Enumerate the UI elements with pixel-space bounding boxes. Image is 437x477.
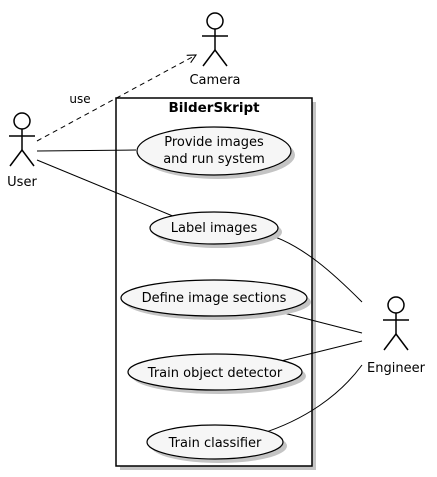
actor-camera-label: Camera [189,73,240,88]
usecase-provide-images-line1: Provide images [164,135,264,150]
usecase-train-detector-label: Train object detector [147,366,283,381]
usecase-provide-images: Provide images and run system [136,126,295,179]
actor-engineer [383,296,409,351]
user-camera-dependency [36,55,196,142]
actor-user-label: User [7,175,37,190]
system-title: BilderSkript [168,100,260,116]
usecase-define-sections: Define image sections [120,279,311,320]
user-label-images-link [36,159,181,220]
use-label: use [69,92,90,106]
actor-user [9,112,35,167]
usecase-label-images-label: Label images [171,221,258,236]
user-provide-images-link [36,149,137,152]
usecase-train-detector: Train object detector [127,353,306,394]
engineer-define-sections-link [279,311,363,334]
usecase-label-images: Label images [149,211,282,248]
usecase-train-classifier-label: Train classifier [168,436,262,451]
engineer-train-classifier-link [259,364,363,435]
usecase-train-classifier: Train classifier [146,424,287,463]
engineer-train-detector-link [276,340,363,363]
actor-engineer-label: Engineer [367,361,426,376]
actor-camera [202,12,228,67]
usecase-provide-images-line2: and run system [163,152,265,167]
usecase-define-sections-label: Define image sections [142,291,287,306]
